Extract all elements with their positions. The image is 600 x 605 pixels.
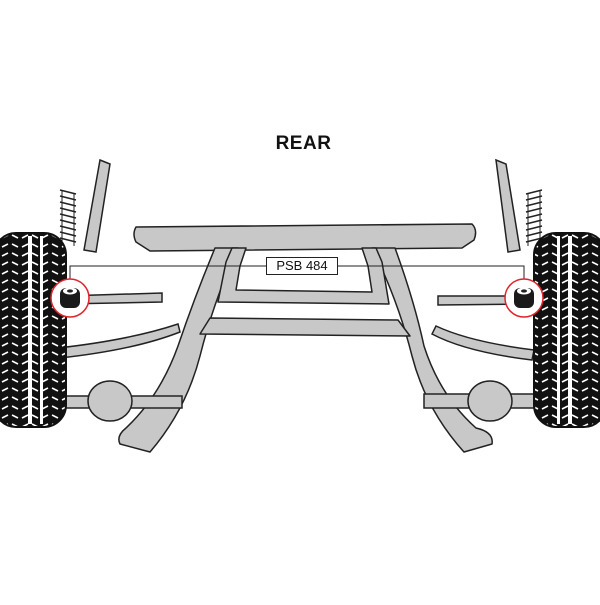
right-upper-link [495, 158, 521, 253]
right-wheel [533, 232, 600, 428]
left-leader-line [69, 265, 266, 284]
right-cv-joint [467, 380, 513, 422]
right-leader-line [338, 265, 525, 282]
left-cv-joint [87, 380, 133, 422]
upper-links [83, 158, 521, 253]
left-spring [59, 189, 77, 246]
right-spring [525, 189, 543, 246]
rear-subframe [118, 223, 493, 453]
leader-lines [69, 265, 525, 284]
diagram-title: REAR [275, 133, 332, 154]
drive-shafts [59, 380, 541, 422]
left-wheel [0, 232, 67, 428]
right-lower-arm [431, 325, 535, 361]
left-bush [50, 278, 90, 318]
left-upper-link [83, 158, 111, 253]
left-lower-arm [57, 323, 181, 359]
part-number-label: PSB 484 [266, 257, 338, 275]
right-bush [504, 278, 544, 318]
